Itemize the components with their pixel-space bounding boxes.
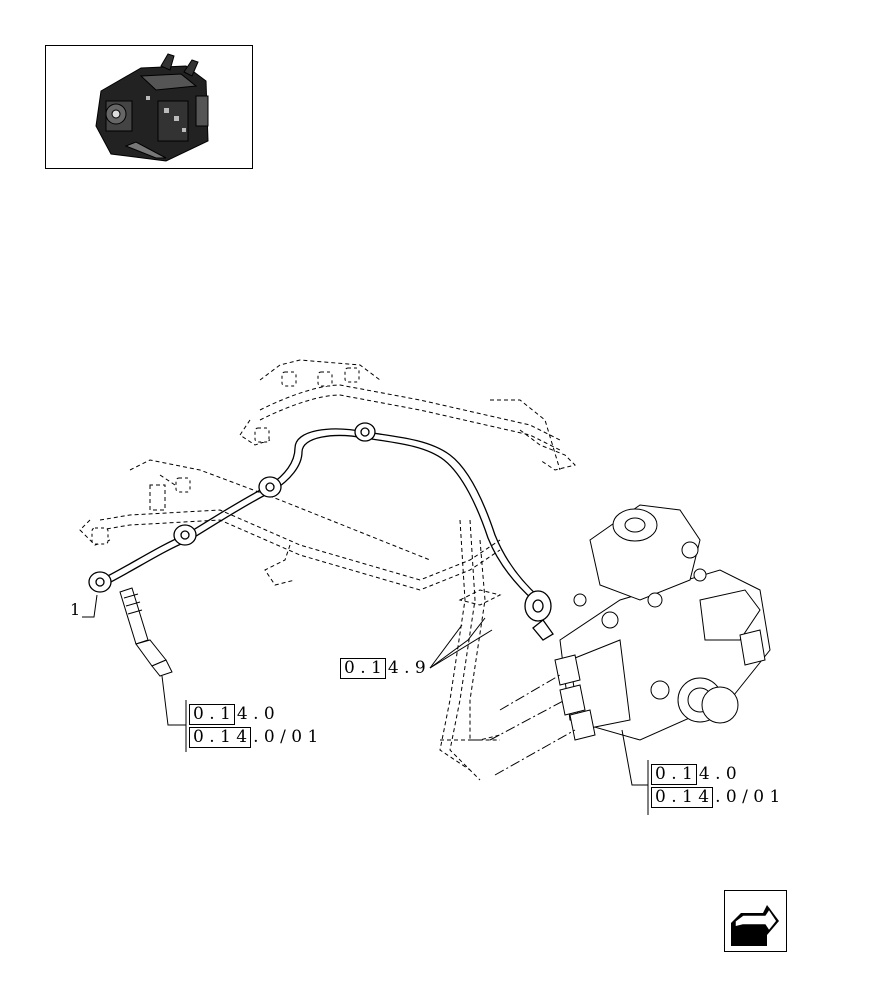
next-page-arrow-icon bbox=[731, 905, 779, 946]
reference-rest-part: . 0 / 0 1 bbox=[253, 727, 319, 747]
reference-014-0-01-right: 0 . 1 4. 0 / 0 1 bbox=[651, 787, 780, 808]
reference-rest-part: 4 . 0 bbox=[698, 764, 737, 784]
engine-thumbnail-icon bbox=[95, 53, 209, 162]
reference-boxed-part: 0 . 1 bbox=[189, 704, 235, 725]
injector-component bbox=[119, 587, 173, 677]
reference-rest-part: 4 . 0 bbox=[236, 704, 275, 724]
reference-boxed-part: 0 . 1 bbox=[340, 658, 386, 679]
phantom-injector-lines bbox=[79, 359, 576, 781]
injection-pump bbox=[554, 504, 771, 741]
next-page-button[interactable] bbox=[724, 890, 787, 952]
leader-lines bbox=[82, 594, 649, 815]
engine-thumbnail bbox=[45, 45, 253, 169]
phantom-injectors bbox=[91, 367, 360, 545]
reference-014-0-01-left: 0 . 1 4. 0 / 0 1 bbox=[189, 727, 318, 748]
reference-rest-part: . 0 / 0 1 bbox=[715, 787, 781, 807]
reference-boxed-part: 0 . 1 bbox=[651, 764, 697, 785]
banjo-fittings bbox=[88, 422, 554, 641]
item-number-1: 1 bbox=[70, 600, 81, 619]
reference-boxed-part: 0 . 1 4 bbox=[189, 727, 252, 748]
reference-boxed-part: 0 . 1 4 bbox=[651, 787, 714, 808]
leak-off-pipe bbox=[99, 428, 541, 602]
alignment-lines bbox=[489, 674, 576, 776]
reference-rest-part: 4 . 9 bbox=[387, 658, 426, 678]
